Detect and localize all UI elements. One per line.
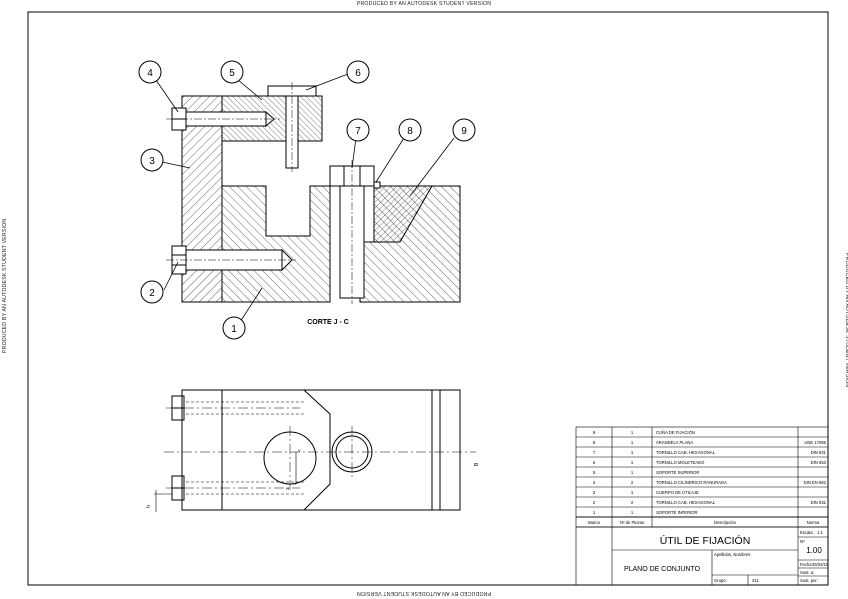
balloon-3: 3 (140, 148, 164, 172)
drawing-subtitle: PLANO DE CONJUNTO (624, 566, 701, 573)
fecha-value: 25/03/16 (812, 562, 829, 567)
sust-por-label: Sust. por: (800, 578, 818, 583)
plan-view-hidden-lines (186, 401, 304, 495)
svg-text:8: 8 (407, 126, 413, 137)
balloons: 1 2 3 4 5 6 7 8 9 (138, 60, 476, 340)
parts-cell-marca: 5 (593, 470, 596, 475)
parts-cell-marca: 4 (593, 480, 596, 485)
balloon-9: 9 (452, 118, 476, 142)
grupo-value: 311 (752, 578, 759, 583)
parts-cell-piezas: 1 (631, 450, 634, 455)
parts-cell-norma: DIN 931 (811, 500, 827, 505)
plan-mark-right: B (474, 462, 480, 466)
parts-cell-descripcion: CUERPO DE ÚTILAJE (656, 490, 699, 495)
header-norma: Norma (807, 520, 820, 525)
parts-list-row: 4 2 TORNILLO CILÍNDRICO RANURADA DIN EN 962 (593, 480, 827, 485)
escala-value: 1:1 (817, 530, 823, 535)
svg-text:1: 1 (231, 324, 237, 335)
sheet-border (27, 11, 829, 586)
balloon-7: 7 (346, 118, 370, 142)
apellidos-label: Apellidos, Nombres (714, 552, 750, 557)
header-marca: Marca (588, 520, 600, 525)
part-9-wedge (373, 185, 433, 243)
plan-view-center-lines (164, 407, 476, 490)
svg-text:3: 3 (149, 156, 155, 167)
parts-cell-norma: DIN 653 (811, 460, 827, 465)
title-block (575, 526, 829, 586)
parts-cell-marca: 2 (593, 500, 596, 505)
parts-list-row: 8 1 ARANDELA PLANA UNE 17066 (593, 440, 827, 445)
parts-cell-piezas: 1 (631, 460, 634, 465)
parts-cell-descripcion: SOPORTE INFERIOR (656, 510, 698, 515)
plan-view-marker (286, 452, 297, 485)
parts-cell-piezas: 1 (631, 510, 634, 515)
parts-list-row: 6 1 TORNILLO MOLETEADO DIN 653 (593, 460, 827, 465)
parts-cell-descripcion: TORNILLO MOLETEADO (656, 460, 705, 465)
parts-cell-piezas: 1 (631, 470, 634, 475)
sust-label: Sust. a: (800, 570, 814, 575)
svg-text:9: 9 (461, 126, 467, 137)
parts-cell-piezas: 1 (631, 440, 634, 445)
parts-cell-descripcion: SOPORTE SUPERIOR (656, 470, 699, 475)
parts-cell-marca: 3 (593, 490, 596, 495)
parts-cell-norma: UNE 17066 (804, 440, 826, 445)
svg-text:6: 6 (355, 68, 361, 79)
balloon-6: 6 (346, 60, 370, 84)
parts-cell-norma: DIN 931 (811, 450, 827, 455)
balloon-2: 2 (140, 280, 164, 304)
parts-cell-descripcion: CUÑA DE FIJACIÓN (656, 430, 695, 435)
svg-text:5: 5 (229, 68, 235, 79)
parts-list-row: 9 1 CUÑA DE FIJACIÓN (593, 430, 695, 435)
parts-list-row: 1 1 SOPORTE INFERIOR (593, 510, 698, 515)
parts-list-row: 2 2 TORNILLO CAB. HEXAGONAL DIN 931 (593, 500, 827, 505)
parts-cell-marca: 8 (593, 440, 596, 445)
parts-list (575, 426, 829, 528)
plan-mark-left: h (146, 505, 152, 508)
header-piezas: Nº de Piezas (620, 520, 644, 525)
numero-value: 1.00 (806, 546, 822, 555)
section-label: CORTE J - C (307, 319, 349, 326)
svg-text:2: 2 (149, 288, 155, 299)
svg-text:7: 7 (355, 126, 361, 137)
svg-text:4: 4 (147, 68, 153, 79)
plan-mark-v: V (298, 448, 301, 453)
escala-label: Escala: (800, 530, 814, 535)
part-3-body (181, 95, 223, 303)
parts-list-row: 5 1 SOPORTE SUPERIOR (593, 470, 700, 475)
fecha-label: Fecha (800, 562, 812, 567)
parts-cell-marca: 7 (593, 450, 596, 455)
parts-cell-norma: DIN EN 962 (804, 480, 827, 485)
balloon-1: 1 (222, 316, 246, 340)
numero-label: Nº (800, 539, 805, 544)
header-descripcion: Descripción (714, 520, 737, 525)
parts-cell-marca: 1 (593, 510, 596, 515)
parts-cell-descripcion: TORNILLO CILÍNDRICO RANURADA (656, 480, 727, 485)
section-view (166, 82, 461, 304)
parts-list-row: 3 1 CUERPO DE ÚTILAJE (593, 490, 699, 495)
parts-list-row: 7 1 TORNILLO CAB. HEXAGONAL DIN 931 (593, 450, 827, 455)
balloon-4: 4 (138, 60, 162, 84)
parts-cell-piezas: 2 (631, 500, 634, 505)
parts-cell-descripcion: TORNILLO CAB. HEXAGONAL (656, 500, 716, 505)
part-8-washer (373, 181, 381, 189)
plan-mark-h: H (286, 486, 289, 491)
parts-cell-marca: 6 (593, 460, 596, 465)
parts-cell-piezas: 1 (631, 490, 634, 495)
drawing-title: ÚTIL DE FIJACIÓN (660, 534, 751, 547)
parts-cell-marca: 9 (593, 430, 596, 435)
watermark-top: PRODUCED BY AN AUTODESK STUDENT VERSION (356, 1, 492, 7)
parts-cell-descripcion: TORNILLO CAB. HEXAGONAL (656, 450, 716, 455)
balloon-5: 5 (220, 60, 244, 84)
balloon-8: 8 (398, 118, 422, 142)
parts-cell-descripcion: ARANDELA PLANA (656, 440, 693, 445)
parts-cell-piezas: 1 (631, 430, 634, 435)
leader-lines (155, 73, 455, 323)
grupo-label: Grupo: (714, 578, 727, 583)
parts-cell-piezas: 2 (631, 480, 634, 485)
